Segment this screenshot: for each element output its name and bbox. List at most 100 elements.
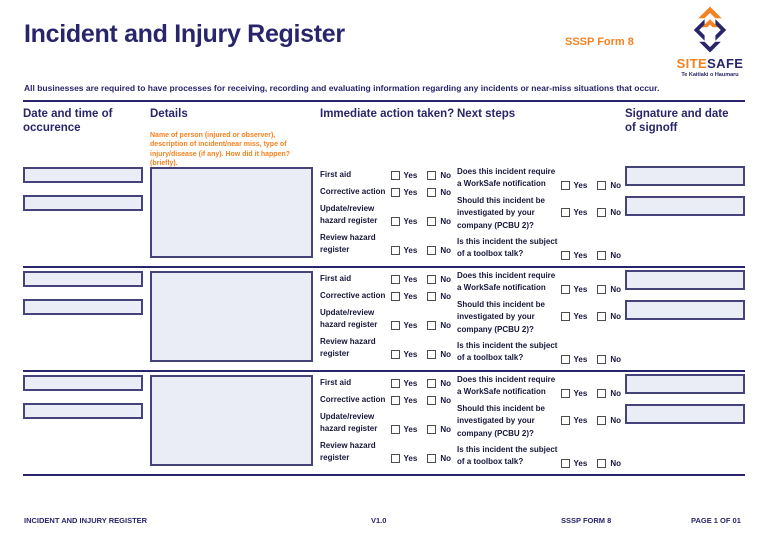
- checkbox-icon[interactable]: [427, 217, 437, 226]
- checkbox-icon[interactable]: [560, 180, 570, 190]
- investigate-yes-option[interactable]: Yes: [560, 416, 587, 426]
- logo-word-safe: SAFE: [707, 56, 744, 71]
- details-field[interactable]: [150, 271, 313, 362]
- worksafe-no-option[interactable]: No: [597, 284, 621, 294]
- corrective-action-yes-option[interactable]: Yes: [390, 292, 417, 301]
- update-hazard-no-option[interactable]: No: [427, 321, 451, 330]
- toolbox-no-option[interactable]: No: [597, 458, 621, 468]
- checkbox-icon[interactable]: [427, 454, 437, 463]
- corrective-action-no-option[interactable]: No: [427, 292, 451, 301]
- corrective-action-yes-option[interactable]: Yes: [390, 188, 417, 197]
- checkbox-icon[interactable]: [427, 379, 437, 388]
- update-hazard-yes-option[interactable]: Yes: [390, 425, 417, 434]
- worksafe-yes-option[interactable]: Yes: [560, 180, 587, 190]
- toolbox-no-option[interactable]: No: [597, 354, 621, 364]
- details-field[interactable]: [150, 167, 313, 258]
- checkbox-icon[interactable]: [390, 350, 400, 359]
- checkbox-icon[interactable]: [390, 292, 400, 301]
- toolbox-yes-option[interactable]: Yes: [560, 250, 587, 260]
- update-hazard-yes-option[interactable]: Yes: [390, 217, 417, 226]
- checkbox-icon[interactable]: [560, 284, 570, 294]
- first-aid-yes-option[interactable]: Yes: [390, 275, 417, 284]
- checkbox-icon[interactable]: [390, 454, 400, 463]
- worksafe-yes-option[interactable]: Yes: [560, 284, 587, 294]
- checkbox-icon[interactable]: [560, 250, 570, 260]
- checkbox-icon[interactable]: [597, 284, 607, 294]
- first-aid-yes-option[interactable]: Yes: [390, 379, 417, 388]
- investigate-no-option[interactable]: No: [597, 312, 621, 322]
- checkbox-icon[interactable]: [390, 188, 400, 197]
- corrective-action-yes-option[interactable]: Yes: [390, 396, 417, 405]
- checkbox-icon[interactable]: [597, 250, 607, 260]
- checkbox-icon[interactable]: [597, 208, 607, 218]
- update-hazard-no-option[interactable]: No: [427, 217, 451, 226]
- signoff-date-field[interactable]: [625, 404, 745, 424]
- time-field[interactable]: [23, 299, 143, 315]
- toolbox-yes-option[interactable]: Yes: [560, 458, 587, 468]
- first-aid-yes-option[interactable]: Yes: [390, 171, 417, 180]
- time-field[interactable]: [23, 195, 143, 211]
- checkbox-icon[interactable]: [390, 396, 400, 405]
- date-field[interactable]: [23, 375, 143, 391]
- checkbox-icon[interactable]: [390, 217, 400, 226]
- checkbox-icon[interactable]: [390, 275, 400, 284]
- checkbox-icon[interactable]: [427, 246, 437, 255]
- corrective-action-no-option[interactable]: No: [427, 396, 451, 405]
- checkbox-icon[interactable]: [427, 171, 437, 180]
- checkbox-icon[interactable]: [427, 292, 437, 301]
- review-hazard-yes-option[interactable]: Yes: [390, 454, 417, 463]
- checkbox-icon[interactable]: [427, 188, 437, 197]
- checkbox-icon[interactable]: [427, 350, 437, 359]
- checkbox-icon[interactable]: [390, 425, 400, 434]
- update-hazard-no-option[interactable]: No: [427, 425, 451, 434]
- time-field[interactable]: [23, 403, 143, 419]
- checkbox-icon[interactable]: [597, 312, 607, 322]
- checkbox-icon[interactable]: [597, 458, 607, 468]
- toolbox-yes-option[interactable]: Yes: [560, 354, 587, 364]
- checkbox-icon[interactable]: [390, 321, 400, 330]
- first-aid-no-option[interactable]: No: [427, 275, 451, 284]
- checkbox-icon[interactable]: [427, 425, 437, 434]
- worksafe-no-option[interactable]: No: [597, 388, 621, 398]
- signoff-date-field[interactable]: [625, 196, 745, 216]
- checkbox-icon[interactable]: [560, 416, 570, 426]
- investigate-yes-option[interactable]: Yes: [560, 312, 587, 322]
- checkbox-icon[interactable]: [560, 388, 570, 398]
- checkbox-icon[interactable]: [390, 246, 400, 255]
- review-hazard-yes-option[interactable]: Yes: [390, 246, 417, 255]
- first-aid-no-option[interactable]: No: [427, 379, 451, 388]
- signature-field[interactable]: [625, 166, 745, 186]
- checkbox-icon[interactable]: [427, 396, 437, 405]
- checkbox-icon[interactable]: [597, 388, 607, 398]
- worksafe-yes-option[interactable]: Yes: [560, 388, 587, 398]
- signature-field[interactable]: [625, 270, 745, 290]
- details-field[interactable]: [150, 375, 313, 466]
- review-hazard-no-option[interactable]: No: [427, 454, 451, 463]
- checkbox-icon[interactable]: [427, 275, 437, 284]
- date-field[interactable]: [23, 271, 143, 287]
- checkbox-icon[interactable]: [560, 312, 570, 322]
- checkbox-icon[interactable]: [560, 458, 570, 468]
- investigate-no-option[interactable]: No: [597, 416, 621, 426]
- first-aid-no-option[interactable]: No: [427, 171, 451, 180]
- checkbox-icon[interactable]: [390, 379, 400, 388]
- investigate-no-option[interactable]: No: [597, 208, 621, 218]
- signoff-date-field[interactable]: [625, 300, 745, 320]
- corrective-action-no-option[interactable]: No: [427, 188, 451, 197]
- worksafe-no-option[interactable]: No: [597, 180, 621, 190]
- checkbox-icon[interactable]: [597, 416, 607, 426]
- checkbox-icon[interactable]: [390, 171, 400, 180]
- investigate-yes-option[interactable]: Yes: [560, 208, 587, 218]
- checkbox-icon[interactable]: [597, 354, 607, 364]
- update-hazard-yes-option[interactable]: Yes: [390, 321, 417, 330]
- toolbox-no-option[interactable]: No: [597, 250, 621, 260]
- review-hazard-yes-option[interactable]: Yes: [390, 350, 417, 359]
- checkbox-icon[interactable]: [560, 208, 570, 218]
- checkbox-icon[interactable]: [597, 180, 607, 190]
- review-hazard-no-option[interactable]: No: [427, 350, 451, 359]
- checkbox-icon[interactable]: [560, 354, 570, 364]
- review-hazard-no-option[interactable]: No: [427, 246, 451, 255]
- signature-field[interactable]: [625, 374, 745, 394]
- date-field[interactable]: [23, 167, 143, 183]
- checkbox-icon[interactable]: [427, 321, 437, 330]
